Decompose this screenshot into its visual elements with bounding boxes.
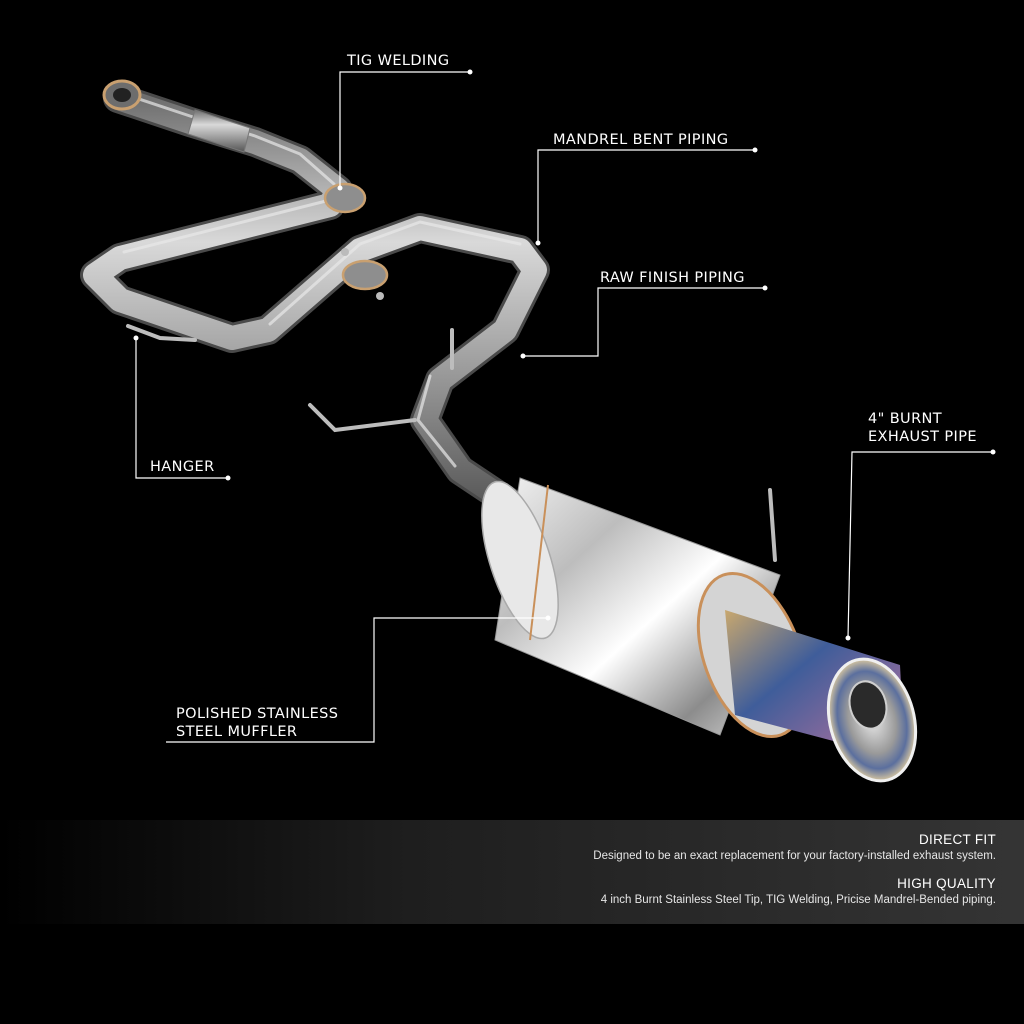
callout-dots [133, 69, 996, 641]
raw-finish-piping-label: RAW FINISH PIPING [600, 270, 745, 286]
high-quality-text: 4 inch Burnt Stainless Steel Tip, TIG We… [600, 894, 996, 906]
hanger-rods [126, 324, 777, 562]
callout-lines [135, 71, 993, 743]
info-band: DIRECT FIT Designed to be an exact repla… [0, 820, 1024, 924]
inlet-flange [102, 79, 142, 111]
high-quality-block: HIGH QUALITY 4 inch Burnt Stainless Stee… [601, 876, 996, 906]
high-quality-heading: HIGH QUALITY [897, 876, 996, 891]
exhaust-pipe-label: 4" BURNT EXHAUST PIPE [868, 410, 977, 446]
muffler-label-line2: STEEL MUFFLER [176, 724, 298, 740]
muffler-label: POLISHED STAINLESS STEEL MUFFLER [176, 705, 338, 741]
exhaust-pipe-label-line2: EXHAUST PIPE [868, 429, 977, 445]
direct-fit-block: DIRECT FIT Designed to be an exact repla… [593, 832, 996, 862]
muffler-label-line1: POLISHED STAINLESS [176, 706, 339, 722]
burnt-tip [725, 610, 918, 783]
direct-fit-text: Designed to be an exact replacement for … [593, 850, 996, 862]
hanger-label: HANGER [150, 459, 215, 475]
mandrel-bent-piping-label: MANDREL BENT PIPING [553, 132, 729, 148]
mid-flange [323, 182, 389, 300]
exhaust-pipe-label-line1: 4" BURNT [868, 411, 943, 427]
exhaust-piping [80, 83, 550, 525]
resonator [187, 109, 251, 153]
direct-fit-heading: DIRECT FIT [919, 832, 996, 847]
tig-welding-label: TIG WELDING [347, 53, 450, 69]
